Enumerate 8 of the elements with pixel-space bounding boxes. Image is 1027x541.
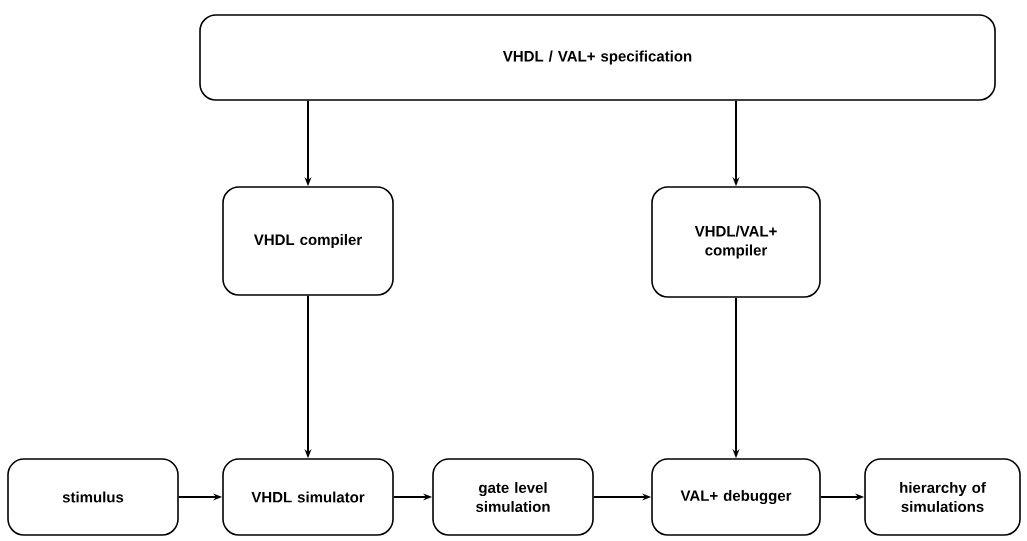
process-box: hierarchy of simulations bbox=[864, 458, 1021, 536]
process-box: VHDL / VAL+ specification bbox=[199, 14, 996, 101]
process-box: gate level simulation bbox=[432, 458, 594, 536]
process-box: VAL+ debugger bbox=[651, 458, 821, 536]
process-box: VHDL compiler bbox=[222, 186, 394, 296]
process-box: stimulus bbox=[7, 458, 179, 536]
process-box: VHDL/VAL+ compiler bbox=[651, 186, 821, 298]
process-box: VHDL simulator bbox=[222, 458, 394, 536]
